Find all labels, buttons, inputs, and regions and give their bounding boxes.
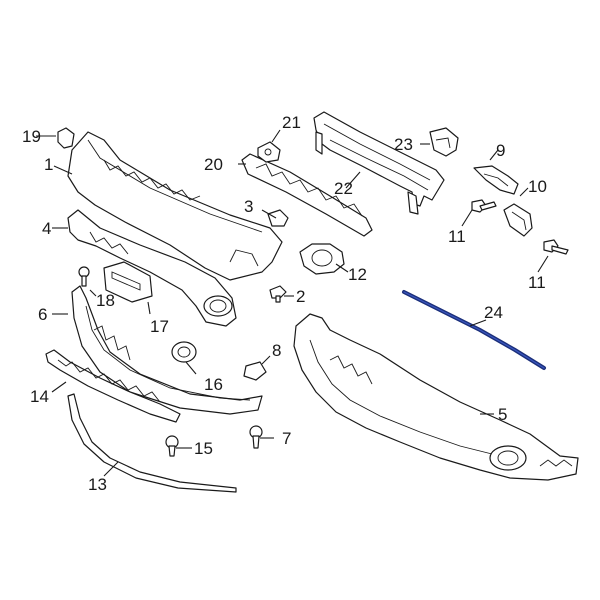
callout-3: 3: [244, 197, 253, 216]
callout-16: 16: [204, 375, 223, 394]
callout-11-upper: 11: [448, 227, 466, 246]
bumper-reinforcement-panel: [67, 209, 237, 327]
bumper-molding-strip: [402, 290, 546, 370]
push-pin-18: [78, 266, 90, 287]
callout-11-lower: 11: [528, 273, 546, 292]
callout-7: 7: [282, 429, 291, 448]
callout-labels: 19 1 4 6 14 13 18 17 16 15 7 8 2 3 20 21…: [22, 113, 547, 494]
bracket-23: [429, 127, 459, 157]
callout-24: 24: [484, 303, 503, 322]
fog-lamp-bezel: [171, 341, 197, 363]
callout-8: 8: [272, 341, 281, 360]
callout-21: 21: [282, 113, 301, 132]
bolt-11-lower: [543, 239, 569, 255]
clip-21: [257, 141, 281, 163]
screw-2: [269, 285, 287, 303]
bolt-11-upper: [471, 199, 497, 213]
callout-18: 18: [96, 291, 115, 310]
bracket-9: [473, 165, 519, 195]
callout-14: 14: [30, 387, 49, 406]
fog-lamp: [299, 243, 345, 275]
leader-lines: [36, 129, 549, 477]
lower-trim-strip: [67, 393, 237, 493]
callout-19: 19: [22, 127, 41, 146]
callout-2: 2: [296, 287, 305, 306]
energy-absorber: [241, 153, 373, 237]
bracket-10: [503, 203, 533, 237]
license-plate-bracket: [103, 261, 153, 303]
callout-12: 12: [348, 265, 367, 284]
push-pin-7: [249, 425, 263, 449]
callout-6: 6: [38, 305, 47, 324]
callout-10: 10: [528, 177, 547, 196]
callout-4: 4: [42, 219, 51, 238]
callout-9: 9: [496, 141, 505, 160]
callout-5: 5: [498, 405, 507, 424]
callout-15: 15: [194, 439, 213, 458]
clip-19: [57, 127, 75, 149]
callout-13: 13: [88, 475, 107, 494]
grille-frame: [71, 285, 263, 415]
callout-23: 23: [394, 135, 413, 154]
callout-20: 20: [204, 155, 223, 174]
lower-bumper-cover: [293, 313, 579, 481]
callout-22: 22: [334, 179, 353, 198]
nut-clip-8: [243, 361, 267, 381]
callout-1: 1: [44, 155, 53, 174]
upper-bumper-cover: [67, 131, 283, 281]
push-pin-15: [165, 435, 179, 457]
lower-grille: [45, 349, 181, 423]
bracket-3: [267, 209, 289, 227]
reinforcement-beam: [313, 111, 445, 215]
callout-17: 17: [150, 317, 169, 336]
